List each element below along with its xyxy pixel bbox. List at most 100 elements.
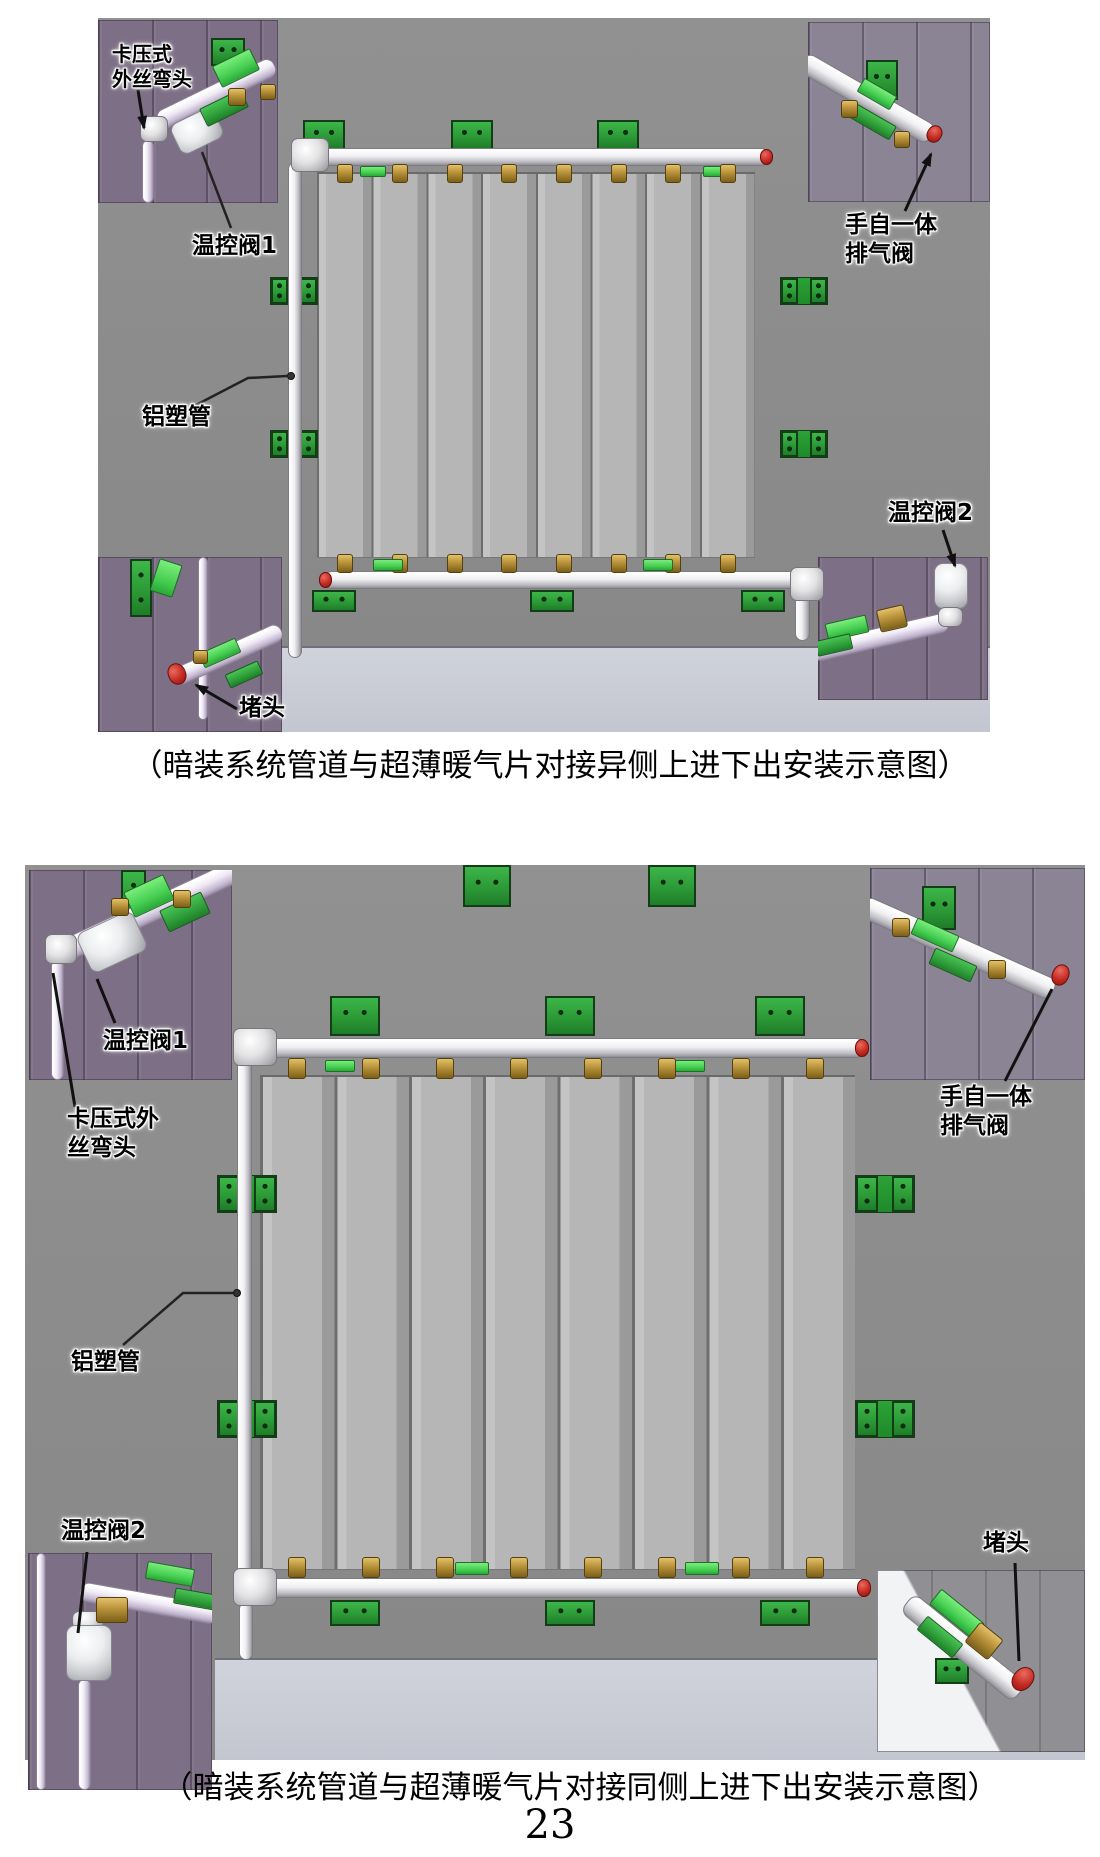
- riser-pipe: [142, 140, 154, 203]
- bracket-plate: [254, 1176, 276, 1212]
- brass-valve: [362, 1058, 380, 1079]
- inset-detail-top-right: [808, 22, 990, 202]
- thermostat-head: [66, 1625, 112, 1681]
- label-al-pipe: 铝塑管: [71, 1349, 140, 1375]
- pipe-clip: [455, 1562, 489, 1575]
- brass-valve: [720, 554, 736, 573]
- brass-nut: [173, 890, 191, 908]
- brass-valve: [501, 554, 517, 573]
- pipe-clip: [643, 559, 673, 571]
- inset-detail-top-left: [98, 20, 278, 203]
- brass-valve: [501, 164, 517, 183]
- brass-nut: [894, 131, 910, 148]
- thermostat-head: [934, 563, 968, 609]
- pipe-clip: [373, 559, 403, 571]
- brass-valve: [337, 164, 353, 183]
- brass-valve: [584, 1557, 602, 1578]
- wall-bracket-pair: [780, 430, 828, 458]
- mounting-bracket: [451, 120, 493, 150]
- pipe-clip: [224, 660, 264, 689]
- bottom-manifold-pipe: [323, 571, 800, 589]
- mounting-bracket: [741, 590, 785, 612]
- brass-nut: [193, 650, 208, 664]
- label-thermo-valve-2: 温控阀2: [888, 500, 974, 526]
- bracket-plate: [130, 559, 152, 617]
- bracket-plate: [300, 278, 317, 304]
- bracket-plate: [300, 431, 317, 457]
- brass-valve: [447, 554, 463, 573]
- brass-valve: [288, 1557, 306, 1578]
- brass-valve: [510, 1557, 528, 1578]
- vertical-al-pipe: [288, 162, 302, 658]
- mounting-bracket: [760, 1600, 810, 1626]
- brass-valve: [436, 1557, 454, 1578]
- elbow-fitting: [233, 1568, 277, 1606]
- brass-valve: [556, 554, 572, 573]
- riser-pipe: [51, 960, 64, 1080]
- brass-valve: [611, 554, 627, 573]
- figure1-caption: （暗装系统管道与超薄暖气片对接异侧上进下出安装示意图）: [131, 748, 969, 784]
- wall-bracket-pair: [855, 1400, 915, 1438]
- figure2-caption: （暗装系统管道与超薄暖气片对接同侧上进下出安装示意图）: [161, 1770, 999, 1806]
- brass-valve: [658, 1557, 676, 1578]
- vertical-al-pipe: [237, 1058, 252, 1600]
- pipe-clip: [149, 558, 183, 598]
- clamp-elbow-fitting: [45, 934, 77, 964]
- brass-valve: [720, 164, 736, 183]
- mounting-bracket: [545, 996, 595, 1036]
- label-plug: 堵头: [983, 1530, 1029, 1556]
- figure-1-diagram: 卡压式 外丝弯头 温控阀1 手自一体 排气阀 铝塑管 温控阀2 堵头: [98, 18, 990, 732]
- brass-valve: [806, 1557, 824, 1578]
- bracket-plate: [781, 431, 798, 457]
- mounting-bracket: [545, 1600, 595, 1626]
- label-clamp-elbow: 卡压式外 丝弯头: [67, 1106, 159, 1161]
- red-plug-cap: [319, 572, 332, 588]
- pipe-segment: [870, 894, 1059, 1002]
- brass-valve: [658, 1058, 676, 1079]
- wall-bracket-pair: [780, 277, 828, 305]
- valve-body: [938, 607, 963, 627]
- bracket-plate: [271, 431, 288, 457]
- brass-valve: [584, 1058, 602, 1079]
- inset-detail-bottom-right: [877, 1570, 1085, 1752]
- brass-valve: [611, 164, 627, 183]
- mounting-bracket: [648, 865, 696, 907]
- mounting-bracket: [597, 120, 639, 150]
- label-air-vent: 手自一体 排气阀: [845, 212, 937, 267]
- mounting-bracket: [530, 590, 574, 612]
- mounting-bracket: [330, 1600, 380, 1626]
- brass-valve: [337, 554, 353, 573]
- outlet-pipe: [78, 1679, 91, 1790]
- radiator-panels: [317, 172, 755, 558]
- brass-nut: [111, 898, 129, 916]
- red-end-cap: [857, 1579, 871, 1597]
- bracket-plate: [810, 278, 827, 304]
- bracket-plate: [810, 431, 827, 457]
- brass-valve: [362, 1557, 380, 1578]
- riser-pipe: [36, 1553, 46, 1790]
- bracket-plate: [254, 1401, 276, 1437]
- brass-valve: [732, 1557, 750, 1578]
- mounting-bracket: [330, 996, 380, 1036]
- bracket-plate: [271, 278, 288, 304]
- outlet-stub-pipe: [239, 1602, 253, 1660]
- brass-nut: [228, 88, 246, 106]
- label-thermo-valve-1: 温控阀1: [192, 233, 278, 259]
- riser-pipe: [198, 557, 208, 720]
- pipe-clip: [325, 1060, 355, 1072]
- figure-2-diagram: 温控阀1 卡压式外 丝弯头 手自一体 排气阀 铝塑管 温控阀2 堵头: [25, 865, 1085, 1790]
- top-manifold-pipe: [255, 1038, 865, 1058]
- brass-valve: [392, 164, 408, 183]
- label-thermo-valve-2: 温控阀2: [61, 1518, 147, 1544]
- pipe-clip: [685, 1562, 719, 1575]
- clamp-elbow-fitting: [140, 116, 168, 142]
- mounting-bracket: [935, 1658, 969, 1684]
- label-air-vent: 手自一体 排气阀: [940, 1084, 1032, 1139]
- elbow-fitting: [233, 1028, 277, 1066]
- bracket-plate: [892, 1401, 914, 1437]
- elbow-fitting: [291, 138, 329, 172]
- red-end-cap: [760, 149, 773, 165]
- brass-valve: [806, 1058, 824, 1079]
- mounting-bracket: [463, 865, 511, 907]
